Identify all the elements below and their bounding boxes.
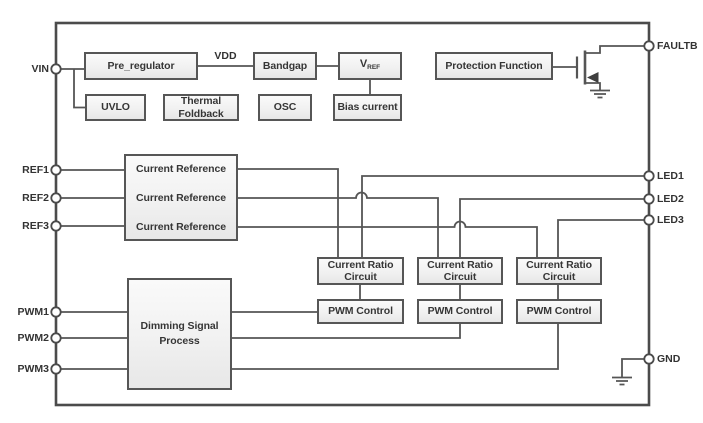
wire-ratio-pwm-connectors [359, 285, 559, 299]
pin-label-gnd: GND [657, 353, 681, 365]
block-dimming-signal-process: Dimming Signal Process [127, 278, 232, 390]
wire-gnd [621, 358, 649, 377]
block-thermal-foldback: Thermal Foldback [163, 94, 239, 121]
wire-led1 [361, 175, 649, 257]
wire-vin-uvlo [73, 69, 85, 109]
pin-faultb [643, 40, 655, 52]
pin-ref3 [50, 220, 62, 232]
ground-symbol-mosfet [590, 89, 610, 99]
pin-ref1 [50, 164, 62, 176]
block-protection-function-label: Protection Function [445, 59, 543, 72]
pin-label-pwm1: PWM1 [17, 306, 50, 318]
pin-led3 [643, 214, 655, 226]
block-current-ratio-circuit-2: Current Ratio Circuit [417, 257, 503, 285]
block-uvlo-label: UVLO [101, 101, 130, 114]
block-current-ratio-circuit-1: Current Ratio Circuit [317, 257, 404, 285]
block-current-reference-3: Current Reference [136, 220, 226, 233]
pin-label-led3: LED3 [657, 214, 684, 226]
nmos-drain-wire [586, 45, 649, 54]
chip-outline [54, 21, 651, 407]
block-current-reference-1: Current Reference [136, 162, 226, 175]
pin-label-faultb: FAULTB [657, 40, 698, 52]
block-osc: OSC [258, 94, 312, 121]
dimming-line1: Dimming Signal [140, 320, 219, 332]
current-ratio-1-line2: Circuit [344, 271, 377, 283]
nmos-source-wire [586, 82, 601, 90]
pin-gnd [643, 353, 655, 365]
block-thermal-foldback-line1: Thermal [180, 95, 222, 107]
block-pwm-control-1: PWM Control [317, 299, 404, 324]
wires [56, 65, 649, 377]
wire-led3 [557, 219, 649, 257]
current-ratio-2-line1: Current Ratio [427, 259, 493, 271]
block-current-ratio-circuit-3: Current Ratio Circuit [516, 257, 602, 285]
vref-sub: REF [367, 63, 381, 71]
pin-label-pwm2: PWM2 [17, 332, 50, 344]
pin-pwm2 [50, 332, 62, 344]
vref-main: V [359, 57, 368, 70]
block-pre-regulator-label: Pre_regulator [107, 59, 175, 72]
block-bias-current-label: Bias current [337, 101, 398, 114]
block-pwm-control-2: PWM Control [417, 299, 503, 324]
wire-led2 [459, 198, 649, 257]
pin-pwm1 [50, 306, 62, 318]
nmos-transistor [575, 45, 649, 99]
pin-pwm3 [50, 363, 62, 375]
pin-label-vin: VIN [31, 63, 49, 75]
current-ratio-3-line1: Current Ratio [526, 259, 592, 271]
block-vref: VREF [338, 52, 402, 80]
pin-led2 [643, 193, 655, 205]
ground-symbol-gnd [612, 376, 632, 386]
pin-label-led2: LED2 [657, 193, 684, 205]
block-bias-current: Bias current [333, 94, 402, 121]
block-osc-label: OSC [273, 101, 297, 114]
wire-cr1-out [238, 168, 339, 257]
current-ratio-1-line1: Current Ratio [327, 259, 394, 271]
wire-cr2-out [238, 191, 439, 257]
pwm-control-3-label: PWM Control [526, 305, 592, 318]
wire-dim-pwmctl2 [232, 324, 461, 339]
pin-label-ref3: REF3 [22, 220, 49, 232]
pin-ref2 [50, 192, 62, 204]
pins [50, 40, 655, 375]
block-bandgap: Bandgap [253, 52, 317, 80]
pin-label-led1: LED1 [657, 170, 684, 182]
current-ratio-3-line2: Circuit [542, 271, 576, 283]
pin-label-pwm3: PWM3 [17, 363, 50, 375]
wire-cr3-out [238, 220, 538, 257]
pin-label-ref1: REF1 [22, 164, 49, 176]
pin-led1 [643, 170, 655, 182]
block-current-reference-stack [124, 154, 238, 241]
current-ratio-2-line2: Circuit [443, 271, 477, 283]
block-vref-label: VREF [360, 58, 380, 75]
block-protection-function: Protection Function [435, 52, 553, 80]
block-pre-regulator: Pre_regulator [84, 52, 198, 80]
net-label-vdd: VDD [214, 50, 237, 62]
block-pwm-control-3: PWM Control [516, 299, 602, 324]
block-current-reference-2: Current Reference [136, 191, 226, 204]
pin-label-ref2: REF2 [22, 192, 49, 204]
pin-vin [50, 63, 62, 75]
block-uvlo: UVLO [85, 94, 146, 121]
pwm-control-2-label: PWM Control [427, 305, 493, 318]
dimming-line2: Process [159, 335, 200, 347]
nmos-body-arrow [587, 72, 599, 83]
pwm-control-1-label: PWM Control [328, 305, 393, 318]
wire-dim-pwmctl3 [232, 324, 559, 370]
block-bandgap-label: Bandgap [262, 59, 308, 72]
block-thermal-foldback-line2: Foldback [178, 107, 224, 120]
